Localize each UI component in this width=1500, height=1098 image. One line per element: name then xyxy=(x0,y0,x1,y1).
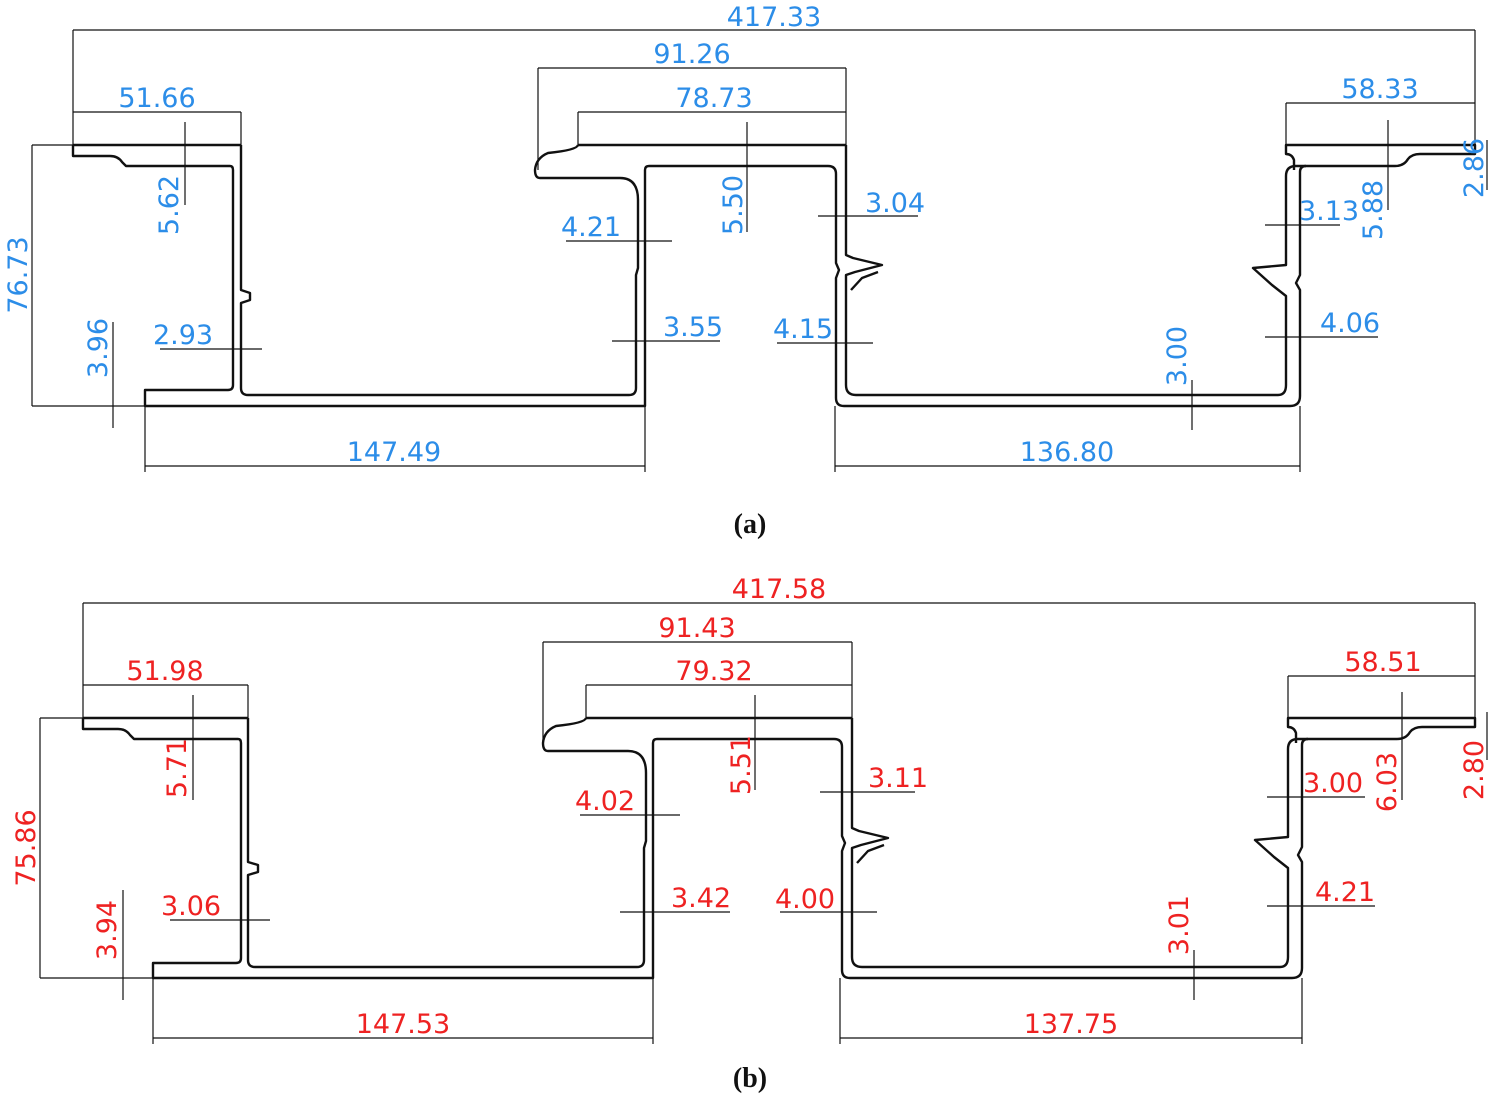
panel-b-right-upper-wall-label: 3.00 xyxy=(1303,768,1363,799)
panel-a-overall-width-label: 417.33 xyxy=(727,2,821,33)
panel-b-mid-flange-thk-label: 5.51 xyxy=(726,735,757,795)
panel-b-mid-upper-left-wall-label: 4.02 xyxy=(575,786,635,817)
panel-a-mid-flange-thk-label: 5.50 xyxy=(718,175,749,235)
panel-b-dimension-labels: 417.58 91.43 79.32 51.98 58.51 75.86 5.7… xyxy=(11,574,1490,1040)
panel-b-mid-flange-width-label: 91.43 xyxy=(658,613,735,644)
panel-b: 417.58 91.43 79.32 51.98 58.51 75.86 5.7… xyxy=(11,574,1490,1094)
panel-b-left-flange-thk-label: 5.71 xyxy=(162,738,193,798)
panel-a-profile-mid-right-inner xyxy=(700,164,1307,408)
panel-b-dimension-lines xyxy=(39,602,1488,1044)
panel-b-left-flange-width-label: 51.98 xyxy=(126,656,203,687)
panel-b-mid-web-width-label: 79.32 xyxy=(675,656,752,687)
panel-a-caption: (a) xyxy=(734,509,767,540)
panel-a-right-bay-width-label: 136.80 xyxy=(1020,437,1114,468)
panel-a-dimension-labels: 417.33 91.26 78.73 51.66 58.33 76.73 5.6… xyxy=(3,2,1490,468)
panel-a-mid-upper-right-wall-label: 3.04 xyxy=(865,188,925,219)
panel-b-right-lower-wall-label: 4.21 xyxy=(1315,877,1375,908)
panel-a-height-label: 76.73 xyxy=(3,236,34,313)
panel-b-profile-left-inner xyxy=(246,717,648,969)
panel-b-caption: (b) xyxy=(733,1063,767,1094)
panel-a-right-flange-thk-label: 5.88 xyxy=(1358,180,1389,240)
panel-b-right-flange-width-label: 58.51 xyxy=(1344,647,1421,678)
panel-b-height-label: 75.86 xyxy=(11,809,42,886)
panel-a-left-bay-width-label: 147.49 xyxy=(347,437,441,468)
panel-a-right-lower-wall-label: 4.06 xyxy=(1320,308,1380,339)
panel-a-dimension-lines xyxy=(31,29,1488,472)
panel-a-mid-upper-left-wall-label: 4.21 xyxy=(561,212,621,243)
panel-b-overall-width-label: 417.58 xyxy=(732,574,826,605)
panel-a-mid-lower-left-wall-label: 3.55 xyxy=(663,312,723,343)
panel-b-mid-lower-right-wall-label: 4.00 xyxy=(775,884,835,915)
panel-b-left-inner-wall-label: 3.06 xyxy=(161,891,221,922)
panel-b-right-flange-thk-label: 6.03 xyxy=(1372,752,1403,812)
panel-b-mid-lower-left-wall-label: 3.42 xyxy=(671,883,731,914)
panel-b-profile-left-outer xyxy=(81,718,708,980)
panel-a-profile-left-outer xyxy=(71,145,700,408)
panel-a-left-flange-width-label: 51.66 xyxy=(118,83,195,114)
panel-b-mid-upper-right-wall-label: 3.11 xyxy=(868,763,928,794)
panel-b-right-lip-thk-label: 2.80 xyxy=(1459,740,1490,800)
panel-a-mid-lower-right-wall-label: 4.15 xyxy=(773,314,833,345)
panel-b-right-bottom-thk-label: 3.01 xyxy=(1164,895,1195,955)
panel-b-right-bay-width-label: 137.75 xyxy=(1024,1009,1118,1040)
panel-a: 417.33 91.26 78.73 51.66 58.33 76.73 5.6… xyxy=(3,2,1490,540)
panel-a-mid-web-width-label: 78.73 xyxy=(675,83,752,114)
panel-a-profile-left-inner xyxy=(239,144,640,397)
panel-b-left-lip-height-label: 3.94 xyxy=(92,900,123,960)
panel-a-right-lip-thk-label: 2.86 xyxy=(1459,138,1490,198)
panel-a-right-flange-width-label: 58.33 xyxy=(1341,74,1418,105)
panel-a-left-flange-thk-label: 5.62 xyxy=(154,175,185,235)
panel-a-mid-flange-width-label: 91.26 xyxy=(653,39,730,70)
panel-a-right-bottom-thk-label: 3.00 xyxy=(1162,326,1193,386)
panel-b-profile-mid-right-inner xyxy=(708,737,1309,980)
panel-a-left-inner-wall-label: 2.93 xyxy=(153,320,213,351)
panel-b-left-bay-width-label: 147.53 xyxy=(356,1009,450,1040)
panel-b-right-bay-web xyxy=(856,843,885,864)
panel-a-left-lip-height-label: 3.96 xyxy=(83,318,114,378)
panel-a-right-bay-web xyxy=(850,270,879,291)
panel-a-right-upper-wall-label: 3.13 xyxy=(1299,196,1359,227)
